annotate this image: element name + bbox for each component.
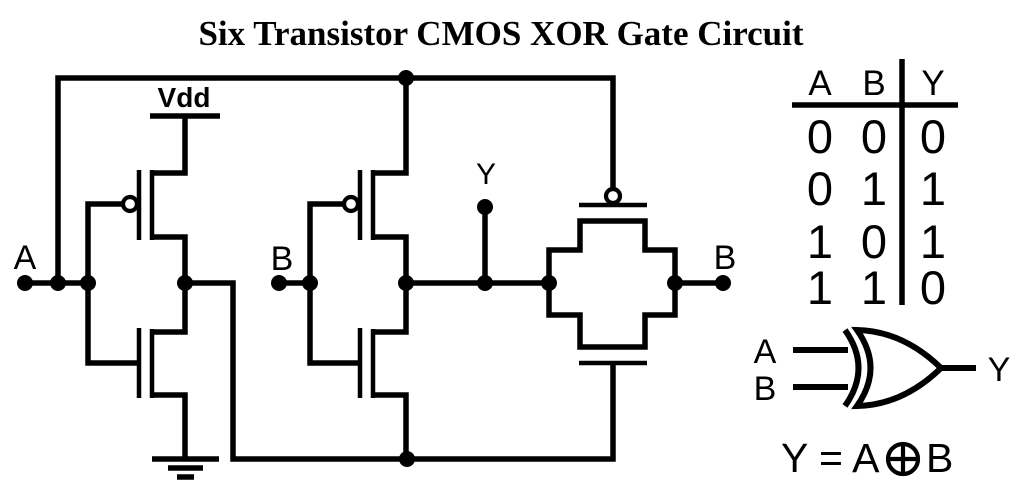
xor-body-icon (851, 326, 946, 410)
circled-plus-ring (885, 441, 921, 477)
junction-dot (80, 275, 96, 291)
junction-dot (667, 275, 683, 291)
truth-table-row: 0 1 1 (807, 162, 946, 215)
nmos-a-drain-wire (152, 283, 188, 335)
output-y-label: Y (476, 158, 496, 191)
nmos-b-drain-wire (373, 283, 409, 335)
cell-a: 0 (807, 162, 833, 215)
abar-bottom-rail-wire (185, 280, 616, 462)
cell-a: 0 (807, 110, 833, 163)
vdd-label: Vdd (158, 82, 211, 113)
cell-b: 1 (861, 162, 887, 215)
xor-input-a-label: A (754, 333, 777, 371)
terminal-dot (477, 199, 493, 215)
truth-table: A B Y 0 0 0 0 1 1 1 0 1 1 1 (792, 59, 958, 314)
nmos-a-transistor (136, 283, 188, 459)
inverter-a: A Vdd (14, 75, 616, 480)
input-a-label: A (14, 239, 37, 277)
pmos-a-transistor (120, 116, 188, 283)
cell-y: 1 (920, 162, 946, 215)
junction-dot (50, 275, 66, 291)
truth-table-row: 0 0 0 (807, 110, 946, 163)
terminal-dot (17, 275, 33, 291)
junction-dot (398, 70, 414, 86)
pmos-a-drain-wire (152, 234, 188, 283)
input-b-label: B (271, 240, 294, 278)
inverter-b: B Y (271, 78, 549, 459)
junction-dot (541, 275, 557, 291)
cell-b: 0 (861, 110, 887, 163)
circled-plus-icon (885, 441, 921, 477)
cell-b: 1 (861, 261, 887, 314)
top-rail-wire (55, 75, 616, 283)
page-title: Six Transistor CMOS XOR Gate Circuit (198, 14, 803, 53)
pmos-b-transistor (341, 78, 409, 283)
xor-equation: Y = A B (781, 435, 953, 481)
xor-output-y-label: Y (988, 351, 1011, 389)
nmos-a-source-wire (152, 392, 188, 459)
xor-input-b-label: B (754, 370, 777, 408)
terminal-dot (715, 275, 731, 291)
pmos-a-source-wire (152, 116, 188, 176)
tg-channel-outline (546, 218, 678, 350)
ground-icon (152, 456, 219, 480)
pass-input-b-label: B (714, 239, 737, 277)
cell-y: 1 (920, 215, 946, 268)
truth-table-header-y: Y (921, 64, 944, 103)
pmos-b-source-wire (373, 78, 409, 176)
truth-table-row: 1 0 1 (807, 215, 946, 268)
pmos-bubble-icon (603, 186, 623, 206)
junction-dot (399, 451, 415, 467)
equation-left-text: Y = A (781, 435, 880, 481)
terminal-dot (271, 275, 287, 291)
junction-dot (477, 275, 493, 291)
cell-a: 1 (807, 261, 833, 314)
junction-dots (17, 70, 731, 467)
cell-b: 0 (861, 215, 887, 268)
cell-a: 1 (807, 215, 833, 268)
nmos-b-source-wire (373, 392, 409, 459)
nmos-b-transistor (357, 283, 409, 459)
truth-table-row: 1 1 0 (807, 261, 946, 314)
transmission-gate: B (546, 186, 737, 366)
truth-table-header-a: A (808, 64, 832, 103)
equation-right-text: B (926, 435, 953, 481)
cell-y: 0 (920, 110, 946, 163)
truth-table-header-b: B (862, 64, 885, 103)
xor-back-arc (842, 328, 862, 408)
pmos-bubble-icon (341, 194, 361, 214)
pmos-b-drain-wire (373, 234, 409, 283)
junction-dot (302, 275, 318, 291)
junction-dot (398, 275, 414, 291)
junction-dot (177, 275, 193, 291)
cell-y: 0 (920, 261, 946, 314)
pmos-bubble-icon (120, 194, 140, 214)
xor-gate-symbol: A B Y (754, 326, 1011, 410)
